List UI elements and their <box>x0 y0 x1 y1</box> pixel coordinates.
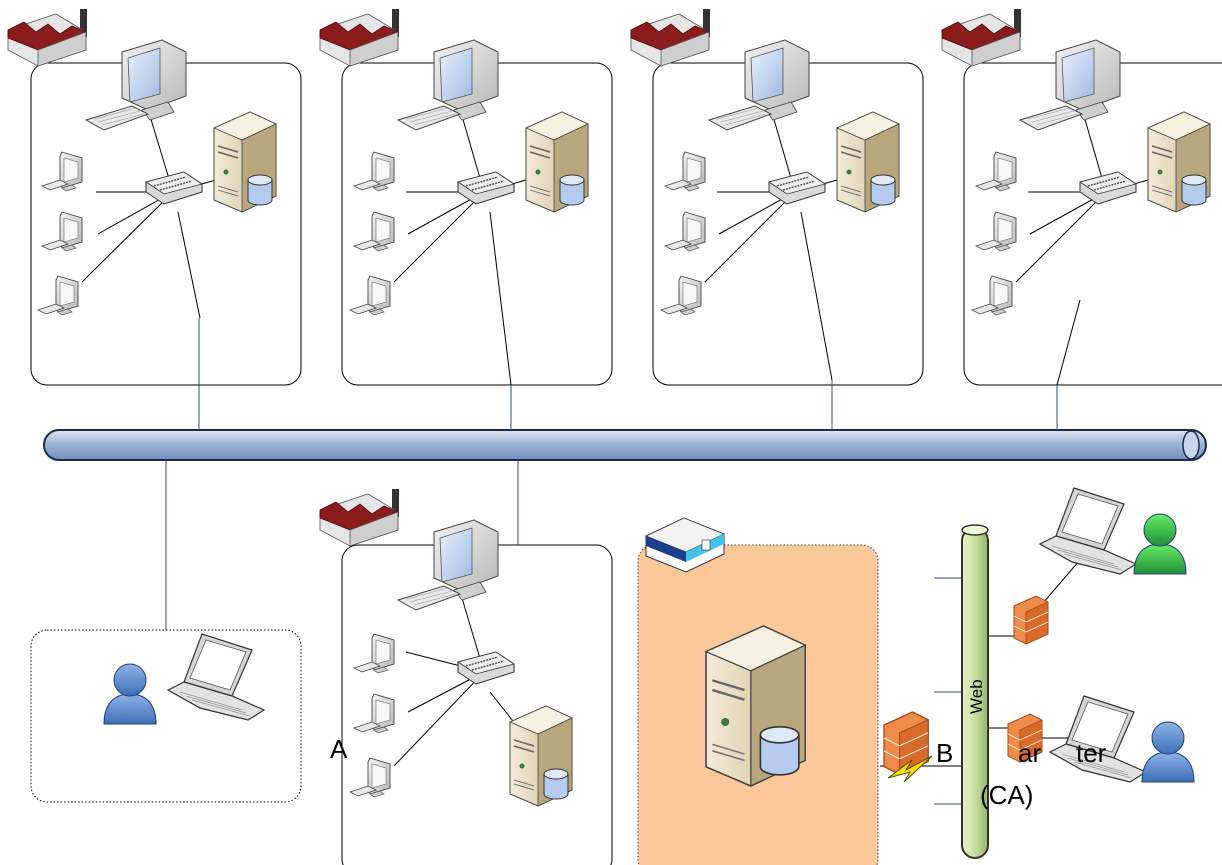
laptop-icon <box>1039 487 1137 575</box>
site-5-partial-label: A <box>330 734 348 764</box>
factory-icon <box>7 8 88 67</box>
site-3 <box>630 8 900 381</box>
server-icon <box>704 624 807 788</box>
user-icon <box>1141 721 1195 783</box>
server-icon <box>1147 111 1211 213</box>
site-4 <box>941 8 1211 386</box>
server-icon <box>509 705 573 807</box>
factory-icon <box>941 8 1022 67</box>
datacenter-firewall <box>883 711 933 783</box>
web-label: Web <box>967 679 986 714</box>
server-icon <box>836 111 900 213</box>
provider-label-line2: (CA) <box>980 780 1033 810</box>
remote-user-box <box>30 629 302 803</box>
provider-label-line1: B <box>936 738 953 768</box>
server-icon <box>525 111 589 213</box>
backbone-pipe <box>43 429 1207 461</box>
factory-icon <box>319 8 400 67</box>
site-1 <box>7 8 277 319</box>
provider-label-tail: ter <box>1076 738 1107 768</box>
datacenter-building-icon <box>645 517 725 573</box>
lightning-icon <box>887 755 933 783</box>
server-icon <box>213 111 277 213</box>
factory-icon <box>319 488 400 547</box>
site-5: A <box>319 488 573 807</box>
firewall-icon <box>1013 595 1049 645</box>
provider-label-overlap: ar <box>1018 738 1041 768</box>
user-icon <box>1133 513 1187 575</box>
datacenter <box>645 517 807 788</box>
web-cloud-pipe <box>961 524 989 859</box>
site-2 <box>319 8 589 386</box>
factory-icon <box>630 8 711 67</box>
